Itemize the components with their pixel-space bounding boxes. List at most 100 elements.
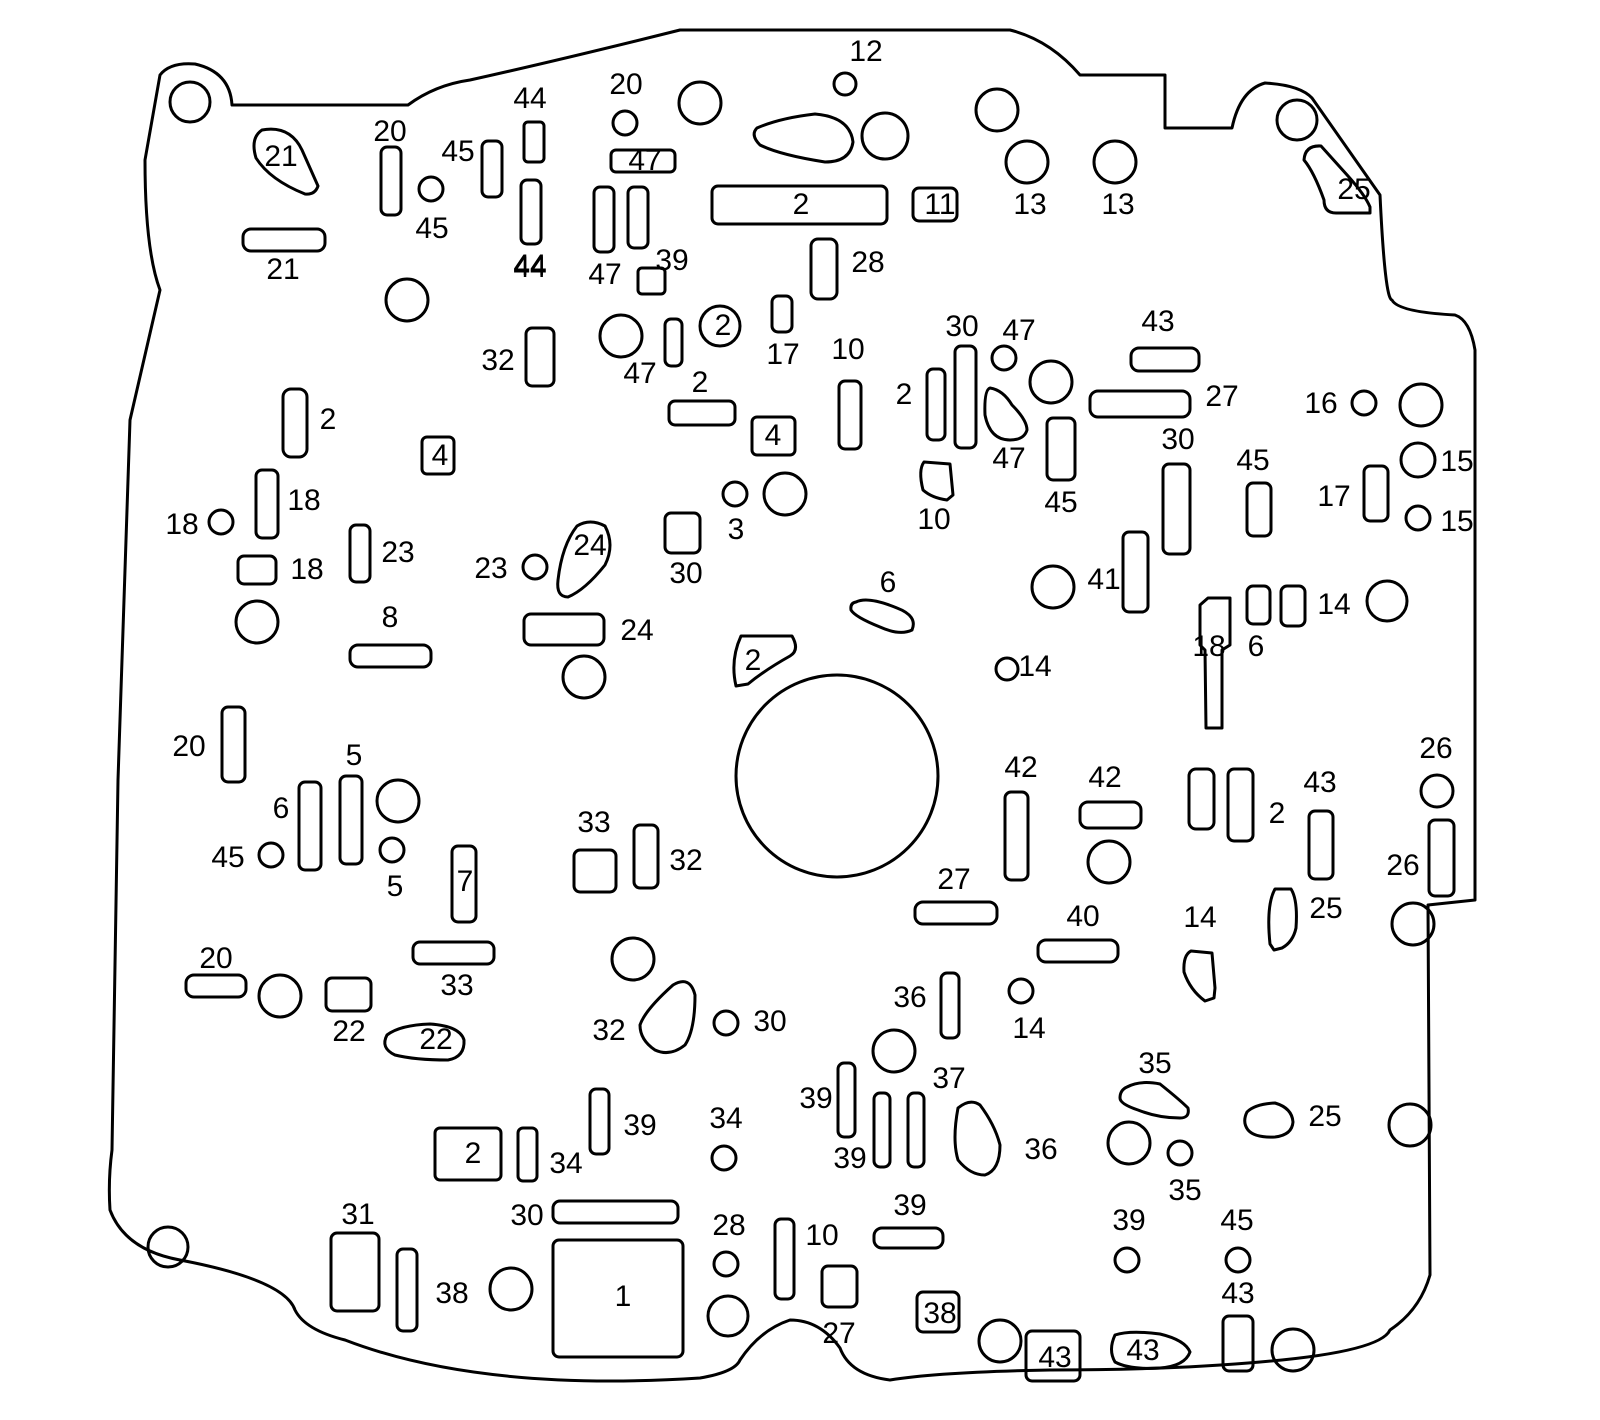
port-slot-35 — [348, 643, 433, 669]
part-label: 5 — [346, 739, 363, 772]
part-label: 14 — [1183, 901, 1216, 934]
part-label: 15 — [1440, 445, 1473, 478]
port-slot-41 — [1226, 767, 1255, 843]
port-slot-10 — [636, 266, 667, 296]
part-label: 4 — [765, 419, 782, 452]
port-slot-62 — [872, 1226, 945, 1250]
part-label: 14 — [1012, 1012, 1045, 1045]
part-label: 25 — [1337, 173, 1370, 206]
port-circle-19 — [721, 480, 749, 508]
part-label: 24 — [620, 614, 653, 647]
passage-16 — [1110, 1330, 1192, 1370]
port-circle-41 — [1166, 1139, 1194, 1167]
port-circle-13 — [990, 344, 1018, 372]
port-slot-38 — [1003, 790, 1030, 882]
port-circle-4 — [974, 87, 1020, 133]
port-slot-32 — [1121, 530, 1150, 614]
passage-3 — [983, 386, 1029, 442]
port-circle-38 — [712, 1009, 740, 1037]
passage-12 — [383, 1022, 466, 1062]
part-label: 39 — [893, 1189, 926, 1222]
port-slot-13 — [663, 317, 684, 368]
port-circle-9 — [417, 175, 445, 203]
port-slot-53 — [324, 976, 373, 1013]
part-label: 23 — [474, 552, 507, 585]
part-label: 36 — [1024, 1133, 1057, 1166]
port-slot-34 — [1279, 584, 1307, 628]
port-circle-36 — [257, 973, 303, 1019]
port-slot-9 — [626, 185, 650, 250]
part-label: 43 — [1038, 1341, 1071, 1374]
part-label: 10 — [805, 1219, 838, 1252]
port-slot-14 — [524, 326, 556, 388]
port-circle-43 — [1387, 1102, 1433, 1148]
part-label: 21 — [264, 140, 297, 173]
port-slot-52 — [184, 973, 248, 999]
part-label: 28 — [712, 1209, 745, 1242]
port-slot-60 — [516, 1126, 539, 1183]
port-circle-11 — [598, 313, 644, 359]
part-label: 30 — [669, 557, 702, 590]
part-label: 30 — [753, 1005, 786, 1038]
part-label: 44 — [513, 251, 546, 284]
passage-14 — [1243, 1101, 1295, 1139]
port-slot-61 — [551, 1199, 680, 1225]
port-circle-47 — [712, 1250, 740, 1278]
port-slot-33 — [1245, 584, 1272, 626]
passage-4 — [919, 460, 955, 502]
passage-15 — [953, 1100, 1002, 1177]
part-label: 34 — [549, 1147, 582, 1180]
part-label: 39 — [799, 1082, 832, 1115]
port-slot-63 — [773, 1217, 796, 1301]
port-slot-68 — [915, 1290, 961, 1334]
part-label: 12 — [849, 35, 882, 68]
part-label: 21 — [266, 253, 299, 286]
part-label: 5 — [387, 870, 404, 903]
port-circle-33 — [1086, 839, 1132, 885]
port-circle-8 — [1092, 139, 1138, 185]
port-slot-29 — [348, 523, 372, 584]
part-label: 22 — [419, 1023, 452, 1056]
part-label: 18 — [1192, 630, 1225, 663]
port-circle-3 — [611, 109, 639, 137]
port-slot-36 — [522, 612, 606, 647]
port-slot-19 — [667, 399, 737, 427]
port-slot-24 — [1045, 416, 1077, 482]
part-label: 4 — [432, 439, 449, 472]
port-slot-39 — [1078, 800, 1143, 830]
part-label: 16 — [1304, 387, 1337, 420]
port-circle-10 — [384, 277, 430, 323]
port-slot-43 — [338, 774, 364, 866]
part-label: 40 — [1066, 900, 1099, 933]
port-slot-46 — [450, 844, 478, 924]
port-slot-11 — [809, 237, 839, 301]
port-slot-70 — [1221, 1314, 1255, 1373]
port-slot-48 — [632, 823, 660, 890]
part-label: 30 — [1161, 423, 1194, 456]
part-label: 2 — [465, 1137, 482, 1170]
port-slot-0 — [522, 120, 546, 164]
port-slot-18 — [1088, 389, 1192, 419]
part-label: 20 — [199, 942, 232, 975]
part-label: 45 — [441, 135, 474, 168]
port-circle-45 — [1113, 1246, 1141, 1274]
part-label: 39 — [655, 244, 688, 277]
port-slot-55 — [588, 1087, 611, 1156]
part-label: 45 — [1236, 444, 1269, 477]
port-slot-37 — [220, 705, 247, 784]
part-label: 10 — [917, 503, 950, 536]
port-circle-0 — [168, 80, 212, 124]
part-label: 13 — [1101, 188, 1134, 221]
part-label: 35 — [1138, 1047, 1171, 1080]
port-slot-7 — [519, 178, 543, 246]
part-label: 15 — [1440, 505, 1473, 538]
part-label: 38 — [923, 1297, 956, 1330]
port-circle-15 — [1350, 389, 1378, 417]
part-label: 6 — [1248, 630, 1265, 663]
port-circle-5 — [1275, 98, 1319, 142]
port-circle-35 — [610, 936, 656, 982]
part-label: 20 — [609, 68, 642, 101]
part-label: 27 — [822, 1317, 855, 1350]
part-label: 36 — [893, 981, 926, 1014]
